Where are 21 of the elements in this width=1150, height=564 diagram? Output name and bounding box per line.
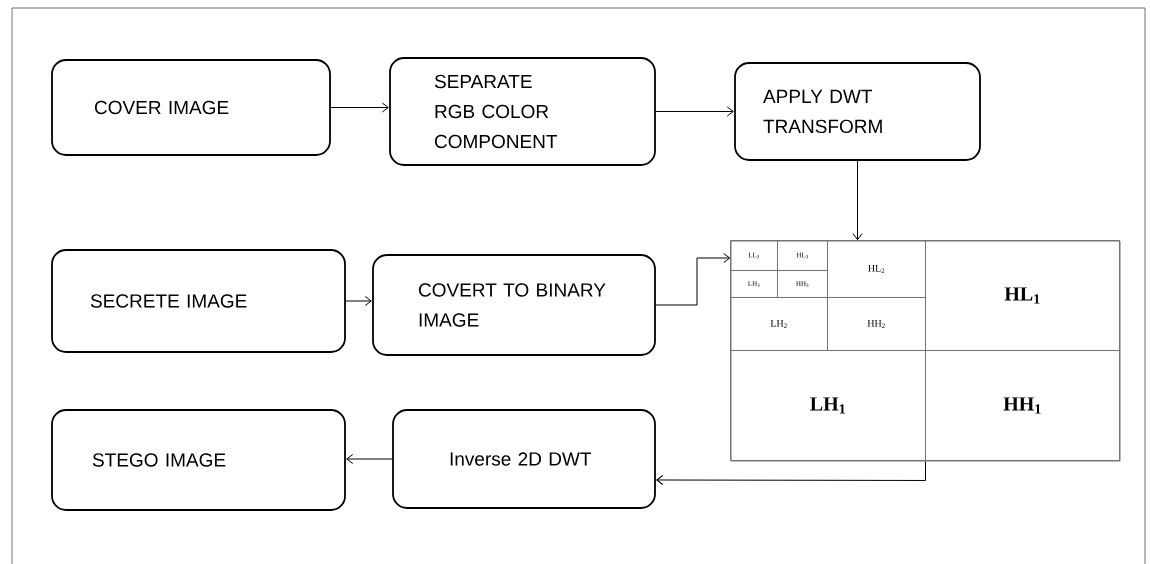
- subband-cell: LH$_{2}$: [730, 297, 828, 351]
- arrow: [345, 296, 372, 306]
- subband-cell: HL$_{2}$: [827, 240, 926, 298]
- process-box: Inverse 2D DWT: [392, 409, 656, 509]
- arrow: [656, 461, 926, 485]
- process-box: SEPARATE RGB COLOR COMPONENT: [389, 57, 656, 166]
- subband-cell: HH$_{2}$: [827, 297, 926, 351]
- arrow: [330, 102, 389, 113]
- arrow: [655, 253, 731, 306]
- process-box: STEGO IMAGE: [51, 409, 346, 511]
- arrow: [852, 160, 863, 241]
- process-box: SECRETE IMAGE: [51, 249, 346, 353]
- arrow: [655, 106, 734, 117]
- subband-cell: HL$_{1}$: [925, 240, 1120, 351]
- subband-cell: HH$_{1}$: [925, 350, 1120, 461]
- arrow: [346, 454, 393, 464]
- process-box: APPLY DWT TRANSFORM: [734, 62, 981, 161]
- subband-grid: [730, 240, 1121, 462]
- subband-cell: LH$_{1}$: [730, 350, 926, 461]
- process-box: COVER IMAGE: [51, 59, 331, 156]
- process-box: COVERT TO BINARY IMAGE: [372, 254, 656, 356]
